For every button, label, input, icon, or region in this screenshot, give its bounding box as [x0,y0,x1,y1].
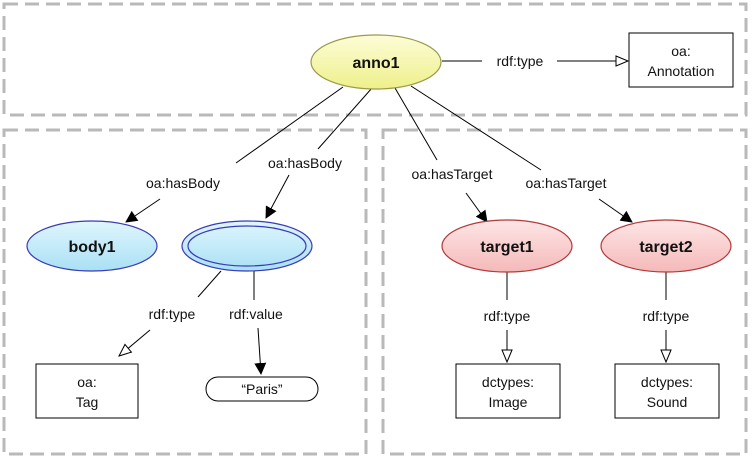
node-body1[interactable]: body1 [26,220,158,272]
node-tag-class[interactable]: oa: Tag [35,363,139,419]
edge-label-has-target-2: oa:hasTarget [526,175,607,191]
paris-literal-label: “Paris” [241,381,283,397]
body-group-frame [2,128,368,456]
node-target1[interactable]: target1 [441,219,573,273]
edge-has-body-2: oa:hasBody [265,87,373,219]
tag-class-line-2: Tag [76,394,99,410]
edge-has-target-1: oa:hasTarget [394,87,493,223]
edge-label-body2-value: rdf:value [229,306,283,322]
tag-class-line-1: oa: [77,374,96,390]
node-annotation-class[interactable]: oa: Annotation [628,32,734,88]
edge-has-body-1: oa:hasBody [125,86,344,223]
node-body2[interactable] [181,220,313,272]
node-anno1-label: anno1 [352,55,399,72]
edge-anno-type: rdf:type [442,53,628,69]
target-group-frame [381,128,748,456]
node-target2-label: target2 [639,239,692,256]
edge-label-body2-type: rdf:type [149,306,196,322]
annotation-class-line-1: oa: [671,43,690,59]
node-image-class[interactable]: dctypes: Image [455,363,561,419]
edge-body2-value: rdf:value [229,271,283,375]
node-paris-literal[interactable]: “Paris” [205,376,319,402]
image-class-line-1: dctypes: [482,374,534,390]
edge-target1-type: rdf:type [484,272,531,362]
sound-class-line-2: Sound [647,394,687,410]
edge-body2-type: rdf:type [119,270,222,356]
edge-has-target-2: oa:hasTarget [410,85,633,223]
edge-target2-type: rdf:type [643,272,690,362]
edge-label-target1-type: rdf:type [484,308,531,324]
annotation-group-frame [2,2,748,117]
edge-label-has-target-1: oa:hasTarget [412,166,493,182]
node-target1-label: target1 [480,239,533,256]
edge-label-has-body-2: oa:hasBody [268,155,342,171]
edge-label-has-body-1: oa:hasBody [146,175,220,191]
annotation-class-line-2: Annotation [648,63,715,79]
edge-label-target2-type: rdf:type [643,308,690,324]
node-anno1[interactable]: anno1 [310,34,442,90]
node-sound-class[interactable]: dctypes: Sound [614,363,720,419]
edge-label-anno-type: rdf:type [497,53,544,69]
sound-class-line-1: dctypes: [641,374,693,390]
node-target2[interactable]: target2 [600,219,732,273]
image-class-line-2: Image [489,394,528,410]
node-body1-label: body1 [68,239,115,256]
